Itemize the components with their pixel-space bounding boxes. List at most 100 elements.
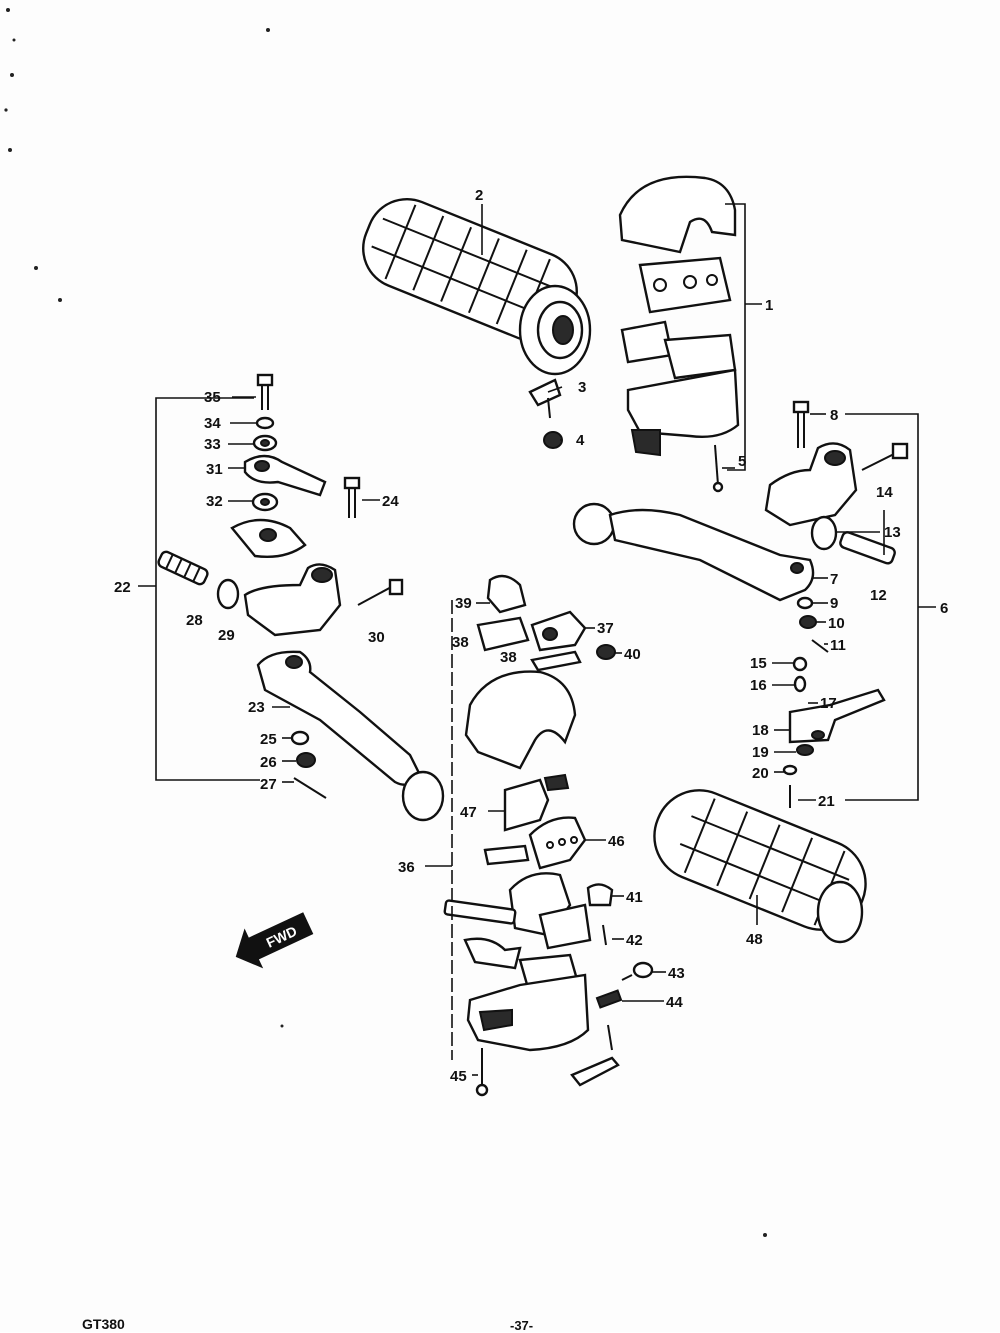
spring-part-44 (595, 989, 623, 1009)
page-number: -37- (510, 1318, 534, 1333)
callout-13: 13 (884, 524, 901, 541)
callout-17: 17 (820, 695, 837, 712)
callout-44: 44 (666, 994, 683, 1011)
part-15 (792, 656, 808, 672)
callout-10: 10 (828, 615, 845, 632)
callout-14: 14 (876, 484, 893, 501)
callout-26: 26 (260, 754, 277, 771)
callout-3: 3 (578, 379, 586, 396)
grip-part-48 (653, 789, 867, 944)
callout-22: 22 (114, 579, 131, 596)
boot-part-29 (216, 578, 240, 610)
callout-2: 2 (475, 187, 483, 204)
bolt-part-14 (861, 442, 909, 471)
callout-6: 6 (940, 600, 948, 617)
switch-body-part-36 (443, 872, 592, 1052)
switch-part-38-right (530, 650, 582, 672)
callout-labels: 2 1 3 4 5 35 34 33 31 32 24 22 28 29 30 … (114, 187, 948, 1085)
switch-part-46 (528, 816, 587, 870)
bolt-part-35 (256, 373, 274, 410)
washer-part-34 (255, 416, 275, 430)
lever-bracket-part-31 (243, 454, 327, 497)
callout-11: 11 (830, 637, 846, 654)
group-bracket-22 (138, 397, 260, 781)
screw-part-40 (596, 644, 616, 660)
switch-cover (464, 670, 577, 792)
callout-40: 40 (624, 646, 641, 663)
group-bracket-36 (425, 600, 453, 1060)
switch-part-47 (483, 778, 550, 866)
callout-20: 20 (752, 765, 769, 782)
washer-part-33 (252, 434, 278, 452)
switch-part-39 (486, 574, 527, 614)
callout-24: 24 (382, 493, 399, 510)
screw-part-3 (528, 378, 562, 419)
adjuster-part-28 (157, 550, 209, 586)
part-9 (796, 596, 814, 610)
callout-8: 8 (830, 407, 838, 424)
washer-part-32 (251, 492, 279, 512)
lever-pivot-part (230, 518, 307, 559)
scan-noise (4, 8, 767, 1237)
bolt-part-27 (293, 777, 327, 799)
callout-25: 25 (260, 731, 277, 748)
part-10 (799, 615, 817, 629)
callout-47: 47 (460, 804, 477, 821)
part-26 (296, 752, 316, 768)
callout-9: 9 (830, 595, 838, 612)
callout-48: 48 (746, 931, 763, 948)
bracket-part (570, 1024, 620, 1087)
callout-21: 21 (818, 793, 835, 810)
switch-part-38-lower (476, 616, 530, 652)
forward-arrow-icon: FWD (235, 912, 314, 969)
callout-27: 27 (260, 776, 277, 793)
callout-46: 46 (608, 833, 625, 850)
bolt-part-30 (357, 578, 404, 606)
callout-28: 28 (186, 612, 203, 629)
switch-housing-part-1 (618, 175, 740, 493)
callout-15: 15 (750, 655, 767, 672)
callout-34: 34 (204, 415, 221, 432)
callout-38b: 38 (500, 649, 517, 666)
brake-lever-part-7 (572, 502, 815, 602)
callout-23: 23 (248, 699, 265, 716)
bolt-part-8 (792, 400, 810, 448)
switch-part-37 (530, 610, 587, 652)
callout-43: 43 (668, 965, 685, 982)
adjuster-part-12 (839, 531, 896, 565)
clutch-lever-part-23 (256, 650, 445, 822)
screw-part-43 (621, 961, 654, 981)
throttle-grip-part-2 (362, 197, 592, 376)
leader-lines (228, 204, 885, 1076)
boot-part-13 (810, 515, 838, 551)
callout-39: 39 (455, 595, 472, 612)
callout-37: 37 (597, 620, 614, 637)
group-bracket-1 (725, 203, 762, 471)
callout-30: 30 (368, 629, 385, 646)
callout-1: 1 (765, 297, 773, 314)
callout-35: 35 (204, 389, 221, 406)
model-code: GT380 (82, 1316, 125, 1332)
callout-38a: 38 (452, 634, 469, 651)
brake-lever-holder (764, 442, 858, 527)
callout-4: 4 (576, 432, 585, 449)
group-bracket-6 (845, 413, 936, 801)
part-11 (811, 639, 829, 653)
switch-part-41 (586, 883, 614, 907)
callout-29: 29 (218, 627, 235, 644)
part-25 (290, 730, 310, 746)
part-16 (793, 675, 807, 693)
part-20 (782, 764, 798, 776)
callout-19: 19 (752, 744, 769, 761)
screw-part-42 (602, 924, 607, 946)
callout-45: 45 (450, 1068, 467, 1085)
callout-42: 42 (626, 932, 643, 949)
callout-18: 18 (752, 722, 769, 739)
callout-7: 7 (830, 571, 838, 588)
screw-part-45 (475, 1048, 489, 1097)
nut-part-4 (543, 431, 563, 449)
callout-36: 36 (398, 859, 415, 876)
callout-32: 32 (206, 493, 223, 510)
